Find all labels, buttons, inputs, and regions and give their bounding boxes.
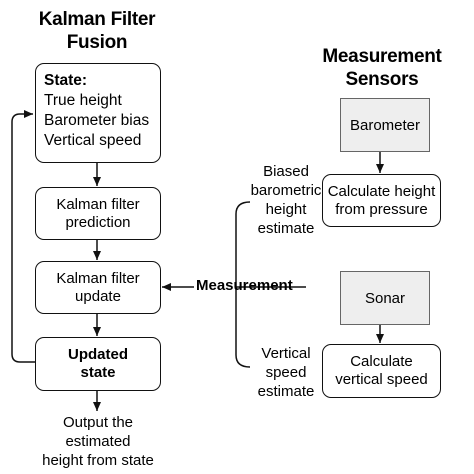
- sensors-title-line-2: Sensors: [345, 69, 419, 90]
- output-line-1: Output the: [62, 414, 134, 431]
- state-line-vertical-speed: Vertical speed: [44, 132, 142, 149]
- fusion-title: Kalman Filter Fusion: [14, 8, 180, 54]
- update-line-1: Kalman filter: [56, 269, 140, 287]
- prediction-line-2: prediction: [65, 213, 131, 231]
- calc-speed-box: Calculate vertical speed: [322, 344, 441, 398]
- fusion-title-line-2: Fusion: [66, 32, 128, 53]
- sensors-title: Measurement Sensors: [300, 45, 464, 91]
- biased-estimate-label: Biased barometric height estimate: [248, 162, 324, 238]
- updated-state-line-1: Updated: [68, 346, 128, 363]
- state-line-barometer-bias: Barometer bias: [44, 112, 150, 129]
- update-box: Kalman filter update: [35, 261, 161, 314]
- calc-height-box: Calculate height from pressure: [322, 174, 441, 227]
- state-box: State: True height Barometer bias Vertic…: [35, 63, 161, 163]
- biased-line-3: height: [265, 201, 307, 218]
- feedback-loop-arrow: [11, 110, 35, 363]
- prediction-box: Kalman filter prediction: [35, 187, 161, 240]
- biased-line-2: barometric: [250, 182, 322, 199]
- sonar-box: Sonar: [340, 271, 430, 325]
- calc-height-line-1: Calculate height: [327, 182, 436, 200]
- calc-speed-line-2: vertical speed: [335, 371, 428, 388]
- update-line-2: update: [75, 287, 121, 305]
- updated-state-line-2: state: [80, 364, 116, 381]
- measurement-bracket: [235, 201, 251, 368]
- measurement-label: Measurement: [196, 277, 293, 294]
- vertical-line-1: Vertical: [261, 345, 311, 362]
- calc-speed-line-1: Calculate: [350, 353, 413, 370]
- prediction-line-1: Kalman filter: [56, 195, 140, 213]
- vertical-line-3: estimate: [257, 383, 315, 400]
- updated-state-box: Updated state: [35, 337, 161, 391]
- state-line-true-height: True height: [44, 92, 122, 109]
- output-line-2: estimated: [65, 433, 131, 450]
- vertical-line-2: speed: [265, 364, 307, 381]
- calc-height-line-2: from pressure: [335, 200, 428, 218]
- output-label: Output the estimated height from state: [22, 413, 174, 470]
- state-heading: State:: [44, 72, 88, 89]
- barometer-box: Barometer: [340, 98, 430, 152]
- biased-line-1: Biased: [263, 163, 309, 180]
- fusion-title-line-1: Kalman Filter: [38, 9, 156, 30]
- sensors-title-line-1: Measurement: [322, 46, 442, 67]
- biased-line-4: estimate: [257, 220, 315, 237]
- vertical-estimate-label: Vertical speed estimate: [250, 344, 322, 401]
- output-line-3: height from state: [42, 452, 154, 469]
